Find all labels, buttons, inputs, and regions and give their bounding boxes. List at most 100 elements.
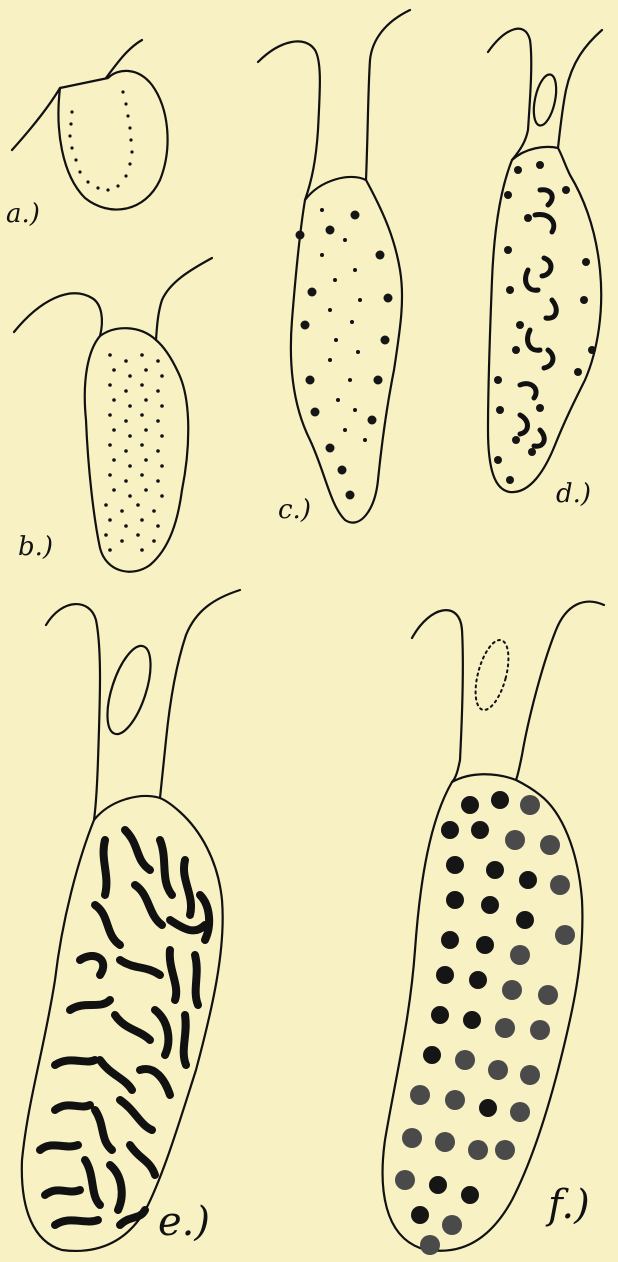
granule-dot — [108, 473, 112, 477]
nucleus-dot — [495, 1018, 515, 1038]
nucleus-dot — [436, 966, 454, 984]
granule-dot — [152, 509, 156, 513]
chromosome-mark — [528, 330, 540, 350]
chromatin-dot — [516, 321, 524, 329]
nucleus-dot — [395, 1170, 415, 1190]
chromosome-mark — [520, 415, 528, 434]
granule-dot — [156, 449, 160, 453]
panel-b-stalk-left — [14, 293, 102, 336]
chromatin-dot — [494, 376, 502, 384]
nucleus-dot — [446, 891, 464, 909]
chromosome-mark — [85, 1160, 100, 1205]
chromosome-mark — [80, 956, 103, 975]
granule-dot-large — [351, 211, 360, 220]
granule-dot-large — [376, 251, 385, 260]
chromosome-mark — [184, 860, 191, 915]
chromatin-dot — [504, 191, 512, 199]
membrane-dot — [106, 188, 109, 191]
granule-dot-large — [381, 336, 390, 345]
nucleus-dot — [429, 1176, 447, 1194]
chromosome-mark — [195, 955, 198, 1005]
granule-dot — [128, 494, 132, 498]
chromosome-mark — [540, 190, 552, 205]
nucleus-dot — [491, 791, 509, 809]
chromosome-mark — [120, 960, 160, 975]
nucleus-dot — [516, 911, 534, 929]
granule-dot — [353, 268, 357, 272]
chromatin-dot — [504, 246, 512, 254]
nucleus-dot — [476, 936, 494, 954]
granule-dot — [108, 383, 112, 387]
chromosome-mark — [200, 895, 209, 940]
chromosome-mark — [55, 1105, 90, 1110]
granule-dot — [124, 479, 128, 483]
granule-dot — [140, 413, 144, 417]
nucleus-dot — [510, 945, 530, 965]
membrane-dot — [128, 126, 131, 129]
chromatin-dot — [524, 214, 532, 222]
granule-dot — [124, 449, 128, 453]
panel-e-stalk-left — [46, 604, 100, 820]
nucleus-dot — [431, 1006, 449, 1024]
chromosome-mark — [104, 840, 107, 895]
nucleus-dot — [471, 821, 489, 839]
membrane-dot — [128, 162, 131, 165]
chromosome-mark — [100, 1060, 132, 1090]
nucleus-dot — [442, 1215, 462, 1235]
nucleus-dot — [519, 871, 537, 889]
panel-c-stalk-right — [366, 10, 410, 180]
chromosome-mark — [526, 270, 538, 290]
chromosome-mark — [160, 840, 172, 895]
granule-dot — [343, 428, 347, 432]
nucleus-dot — [550, 875, 570, 895]
chromatin-dot — [536, 404, 544, 412]
panel-d-stalk-left — [488, 29, 531, 160]
granule-dot — [328, 358, 332, 362]
granule-dot — [350, 320, 354, 324]
membrane-dot — [86, 180, 89, 183]
chromatin-dot — [562, 186, 570, 194]
granule-dot — [108, 548, 112, 552]
granule-dot — [108, 518, 112, 522]
granule-dot — [140, 383, 144, 387]
granule-dot-large — [368, 416, 377, 425]
granule-dot — [128, 464, 132, 468]
panel-b-stalk-right — [156, 258, 212, 340]
chromosome-mark — [70, 1000, 110, 1010]
panel-d-label: d.) — [556, 479, 591, 509]
nucleus-dot — [435, 1132, 455, 1152]
panel-b: b.) — [14, 258, 212, 572]
granule-dot — [140, 443, 144, 447]
nucleus-dot — [461, 796, 479, 814]
granule-dot — [136, 533, 140, 537]
granule-dot — [336, 398, 340, 402]
panel-c-stalk-left — [258, 41, 320, 200]
nucleus-dot — [469, 971, 487, 989]
granule-dot — [343, 238, 347, 242]
membrane-dot — [74, 158, 77, 161]
membrane-dot — [70, 146, 73, 149]
granule-dot — [104, 533, 108, 537]
membrane-dot — [121, 90, 124, 93]
granule-dot — [124, 359, 128, 363]
nucleus-dot — [420, 1235, 440, 1255]
nucleus-dot — [486, 861, 504, 879]
granule-dot — [108, 413, 112, 417]
granule-dot-large — [306, 376, 315, 385]
panel-d-vacuole — [530, 72, 560, 127]
granule-dot — [144, 368, 148, 372]
chromosome-mark — [115, 1015, 150, 1040]
granule-dot — [108, 353, 112, 357]
panel-d-chromosomes — [494, 161, 596, 484]
granule-dot — [152, 539, 156, 543]
nucleus-dot — [502, 980, 522, 1000]
panel-d: d.) — [488, 29, 602, 509]
panel-e: e.) — [22, 590, 240, 1251]
granule-dot — [112, 488, 116, 492]
granule-dot — [363, 438, 367, 442]
nucleus-dot — [495, 1140, 515, 1160]
granule-dot — [128, 404, 132, 408]
panel-a-dots — [68, 90, 133, 191]
chromosome-mark — [155, 1010, 168, 1055]
